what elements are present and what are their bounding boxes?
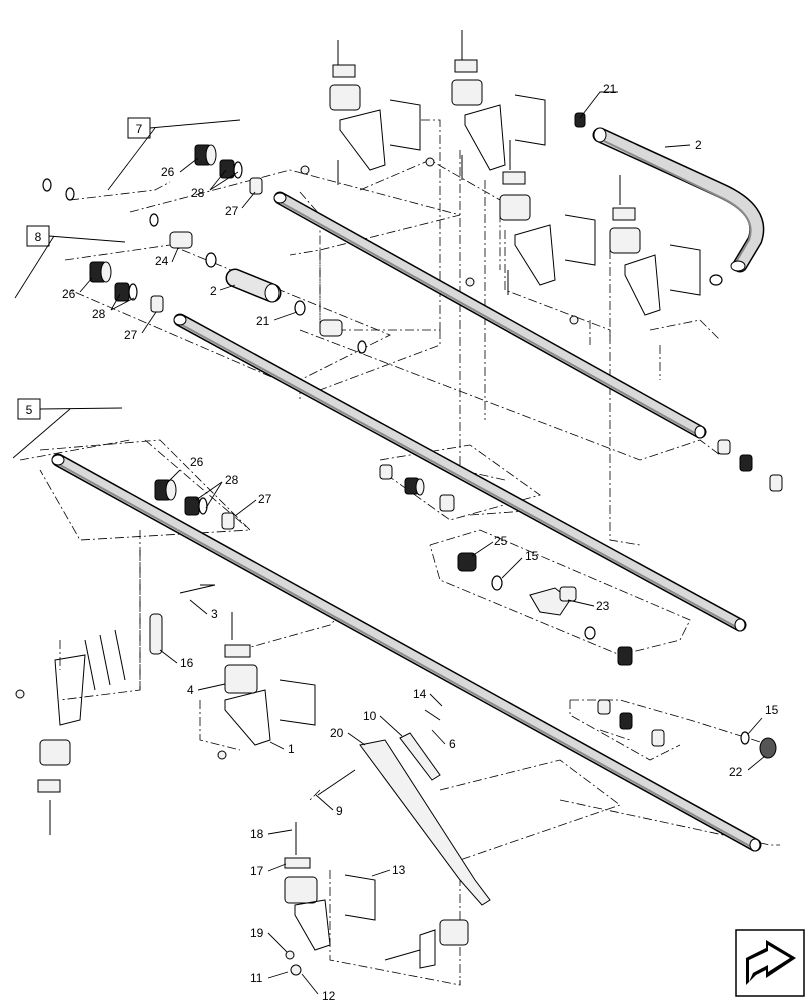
callout-28-b: 28	[92, 307, 106, 321]
callout-15-center: 15	[525, 549, 539, 563]
callout-1: 1	[288, 742, 295, 756]
callout-15-right: 15	[765, 703, 779, 717]
callout-17: 17	[250, 864, 264, 878]
pipe-middle-long	[173, 313, 747, 632]
clamp-assembly-bottom	[284, 822, 376, 976]
callout-27-b: 27	[124, 328, 138, 342]
callout-13: 13	[392, 863, 406, 877]
callout-24: 24	[155, 254, 169, 268]
callout-27-a: 27	[225, 204, 239, 218]
clamp-assembly-center	[465, 140, 596, 295]
callout-12: 12	[322, 989, 336, 1000]
clamp-assembly-top-mid	[425, 30, 546, 180]
callout-27-c: 27	[258, 492, 272, 506]
callout-26-a: 26	[161, 165, 175, 179]
callout-14: 14	[413, 687, 427, 701]
callout-2-short-hose: 2	[210, 284, 217, 298]
callout-8: 8	[35, 230, 42, 244]
clamp-assembly-bottom-right	[384, 919, 469, 969]
group-box-8: 8	[14, 225, 126, 299]
callout-28-c: 28	[225, 473, 239, 487]
callout-23: 23	[596, 599, 610, 613]
group-box-5: 5	[12, 398, 123, 459]
curved-hose	[592, 127, 765, 273]
callout-22: 22	[729, 765, 743, 779]
callout-2-upper: 2	[695, 138, 702, 152]
callout-11: 11	[250, 971, 263, 985]
callout-9: 9	[336, 804, 343, 818]
callout-10: 10	[363, 709, 377, 723]
clamp-assembly-left	[15, 629, 126, 835]
callout-21-lower: 21	[256, 314, 270, 328]
clamp-assembly-mid	[149, 584, 316, 760]
clamp-assembly-right	[569, 175, 701, 325]
callout-labels: 2 21 26 28 27 24 2 21 26 28 27 26 28 27 …	[62, 82, 779, 1000]
group-box-7: 7	[107, 117, 241, 191]
callout-28-a: 28	[191, 186, 205, 200]
support-arm-assembly	[317, 709, 491, 906]
fittings-group-7	[42, 144, 263, 227]
callout-26-b: 26	[62, 287, 76, 301]
callout-20: 20	[330, 726, 344, 740]
callout-4: 4	[187, 683, 194, 697]
callout-25: 25	[494, 534, 508, 548]
fittings-right-lower	[597, 699, 777, 759]
callout-18: 18	[250, 827, 264, 841]
fittings-right-upper	[574, 112, 783, 492]
callout-19: 19	[250, 926, 264, 940]
callout-7: 7	[136, 122, 143, 136]
clamp-assembly-top-left	[300, 40, 421, 185]
next-page-button[interactable]	[735, 929, 805, 997]
next-page-arrow-icon	[746, 940, 796, 985]
construction-lines	[19, 119, 780, 986]
pipe-upper-long	[273, 191, 707, 439]
callout-5: 5	[26, 403, 33, 417]
fittings-center	[379, 464, 633, 666]
callout-26-c: 26	[190, 455, 204, 469]
callout-3: 3	[211, 607, 218, 621]
callout-6: 6	[449, 737, 456, 751]
callout-16: 16	[180, 656, 194, 670]
callout-21-upper: 21	[603, 82, 617, 96]
short-hose	[225, 268, 282, 303]
pipe-lower-long	[51, 453, 762, 852]
